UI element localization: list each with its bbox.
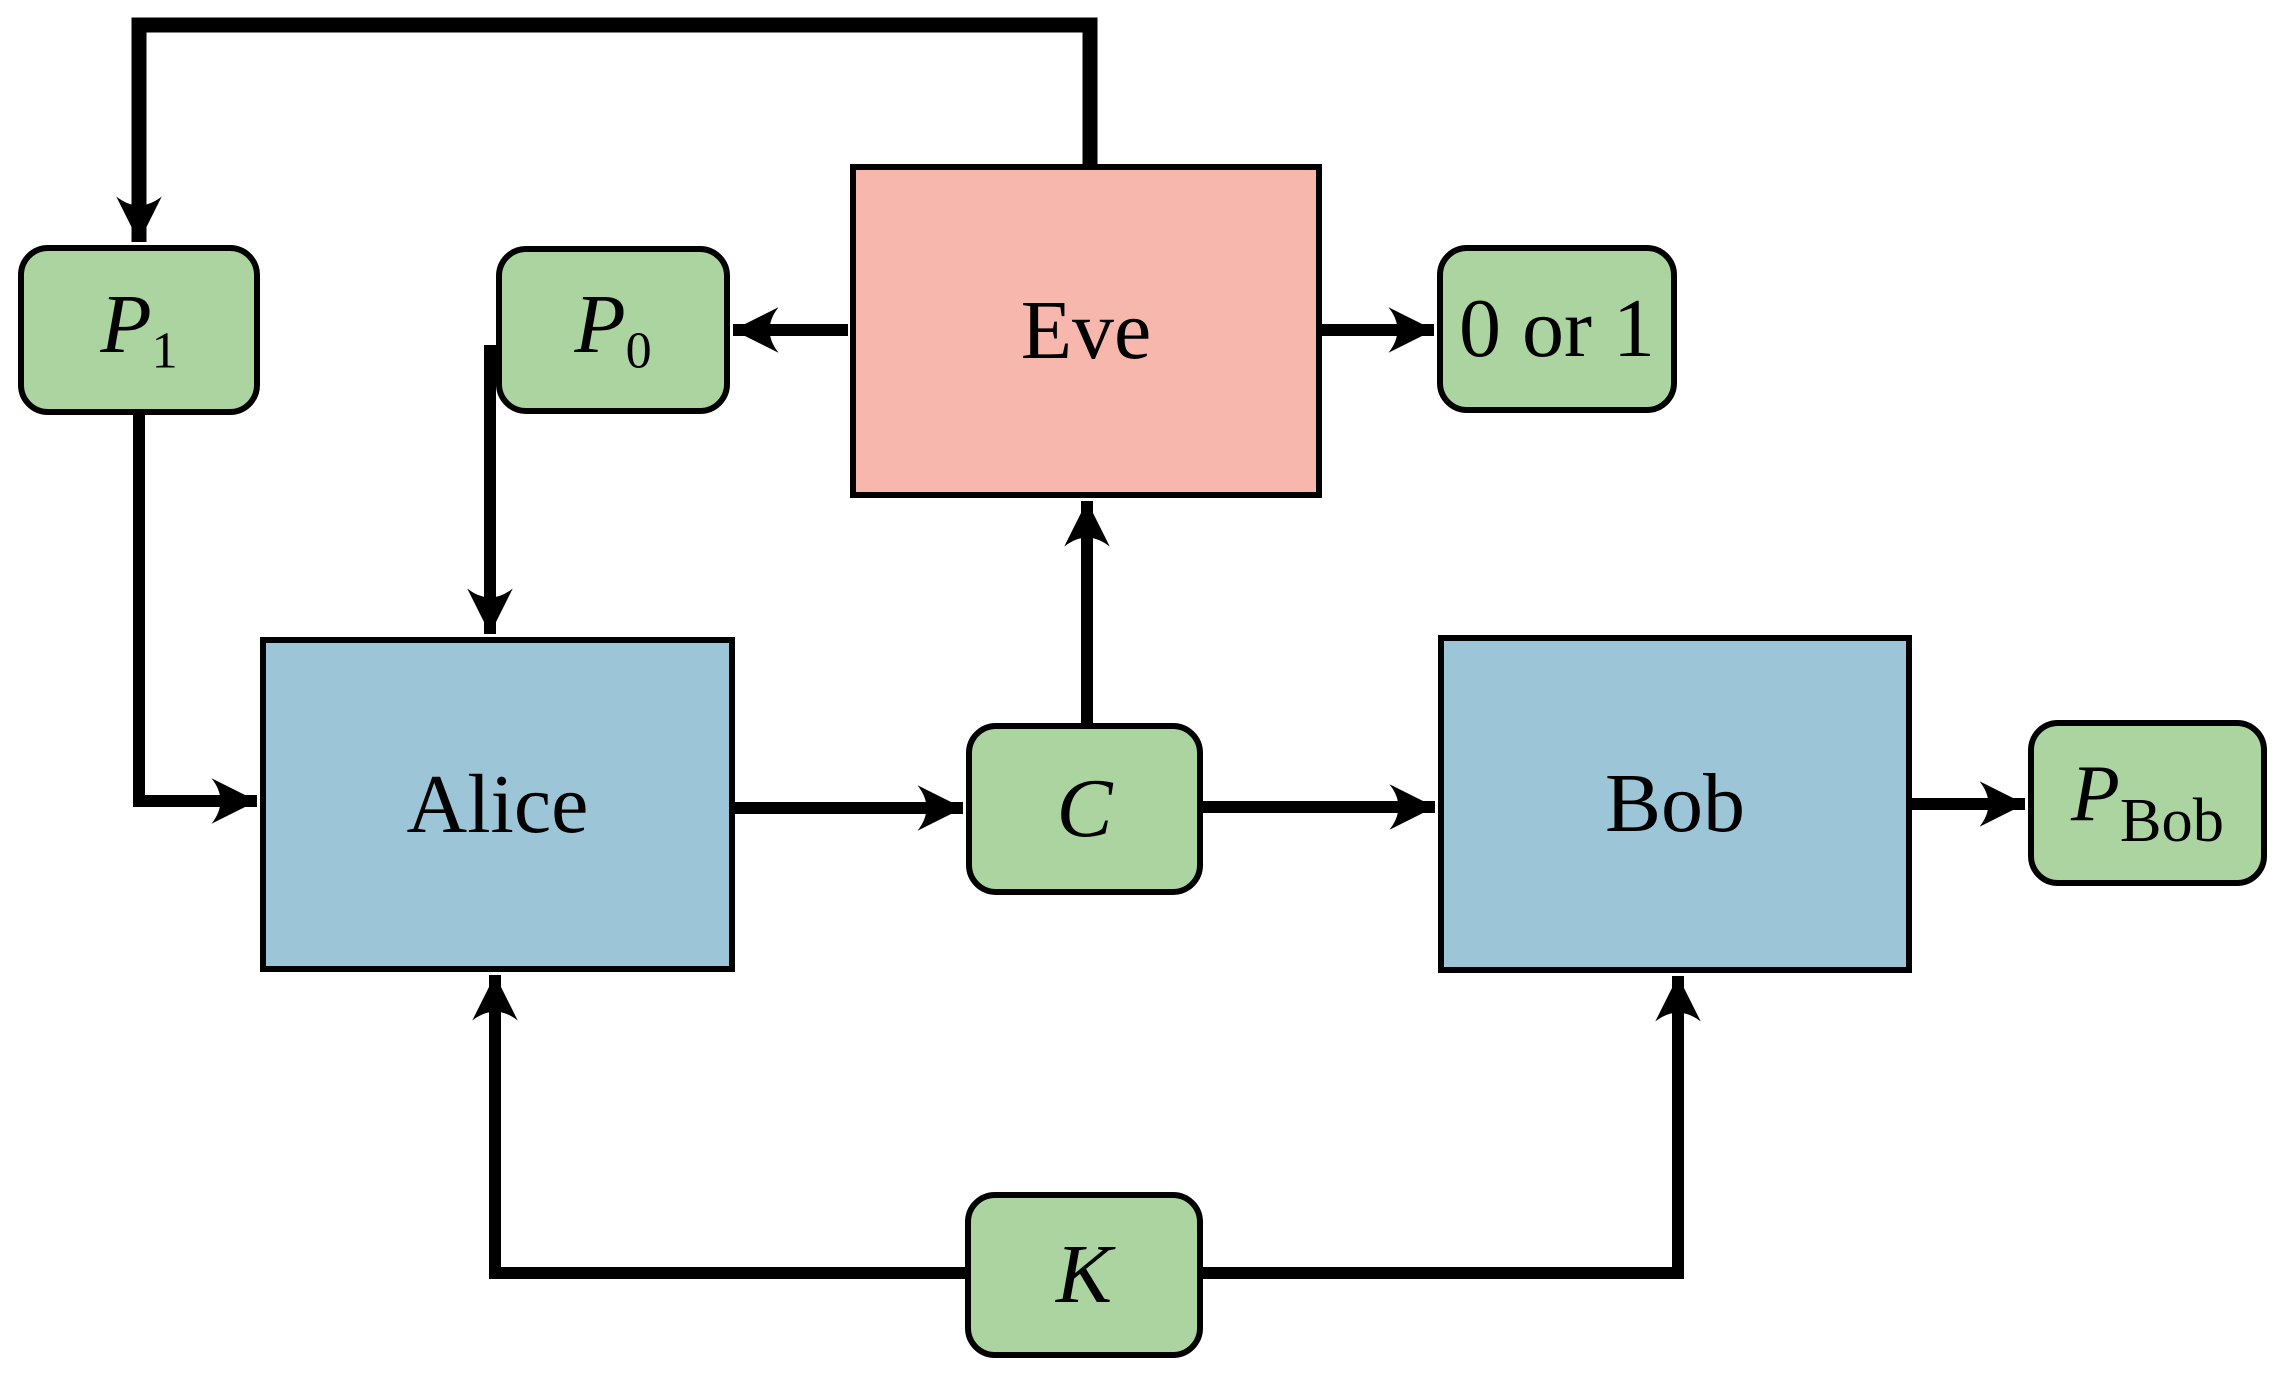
node-alice: Alice	[260, 637, 735, 972]
node-k-label: K	[1055, 1228, 1113, 1321]
node-p1: P1	[18, 245, 260, 415]
node-p0: P0	[496, 246, 730, 414]
node-p1-label: P1	[100, 277, 178, 380]
node-bob-label: Bob	[1604, 757, 1746, 850]
connector-k-to-alice	[472, 975, 966, 1279]
node-eve-label: Eve	[1020, 284, 1152, 377]
node-k: K	[965, 1192, 1203, 1358]
connector-k-to-bob	[1200, 976, 1701, 1279]
node-pbob-label: PBob	[2071, 749, 2224, 855]
node-bob: Bob	[1438, 635, 1912, 973]
node-eve: Eve	[850, 164, 1322, 498]
node-c-label: C	[1056, 762, 1113, 855]
connector-eve-to-p1	[116, 17, 1098, 242]
node-alice-label: Alice	[406, 757, 589, 851]
node-pbob: PBob	[2028, 720, 2267, 886]
node-c: C	[966, 723, 1203, 895]
node-guess-label: 0 or 1	[1459, 282, 1655, 375]
node-guess: 0 or 1	[1437, 245, 1677, 413]
connector-p1-to-alice	[133, 413, 257, 824]
node-p0-label: P0	[574, 277, 652, 380]
